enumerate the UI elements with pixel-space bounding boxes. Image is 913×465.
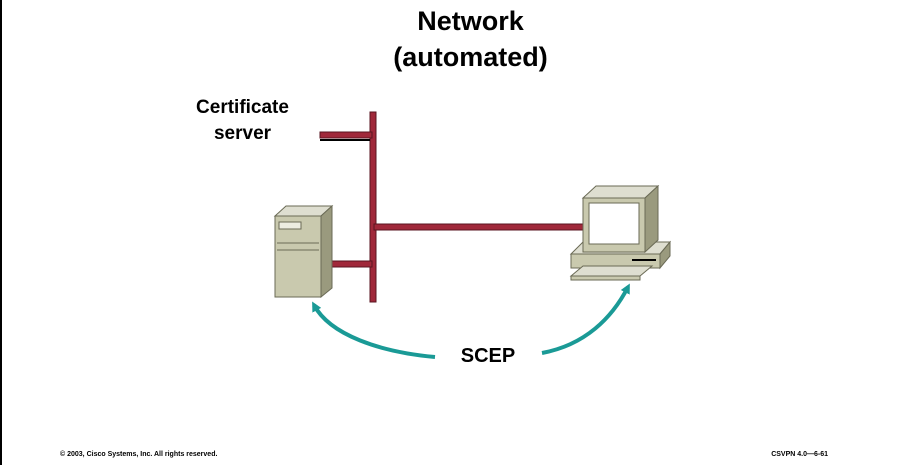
pc-workstation-icon bbox=[569, 184, 672, 281]
server-link-line bbox=[327, 260, 373, 268]
page-title-line-1: Network bbox=[417, 6, 524, 36]
certificate-server-label-line-2: server bbox=[213, 123, 272, 144]
certificate-server-label-line-1: Certificate bbox=[196, 97, 289, 118]
server-icon bbox=[273, 204, 334, 299]
certificate-server-link-line bbox=[319, 131, 373, 139]
left-border-line bbox=[0, 0, 2, 465]
network-backbone-line bbox=[369, 111, 377, 303]
curved-arrow-icon-left bbox=[312, 301, 436, 359]
network-segments bbox=[319, 111, 597, 303]
scep-protocol-label: SCEP bbox=[460, 345, 516, 367]
page-title-line-2: (automated) bbox=[393, 42, 548, 72]
pc-link-line bbox=[373, 223, 597, 231]
curved-arrow-icon-right bbox=[541, 283, 630, 355]
footer-course-code: CSVPN 4.0—6-61 bbox=[771, 451, 828, 458]
certificate-server-label: Certificate server bbox=[170, 95, 315, 147]
footer-copyright: © 2003, Cisco Systems, Inc. All rights r… bbox=[60, 451, 218, 458]
